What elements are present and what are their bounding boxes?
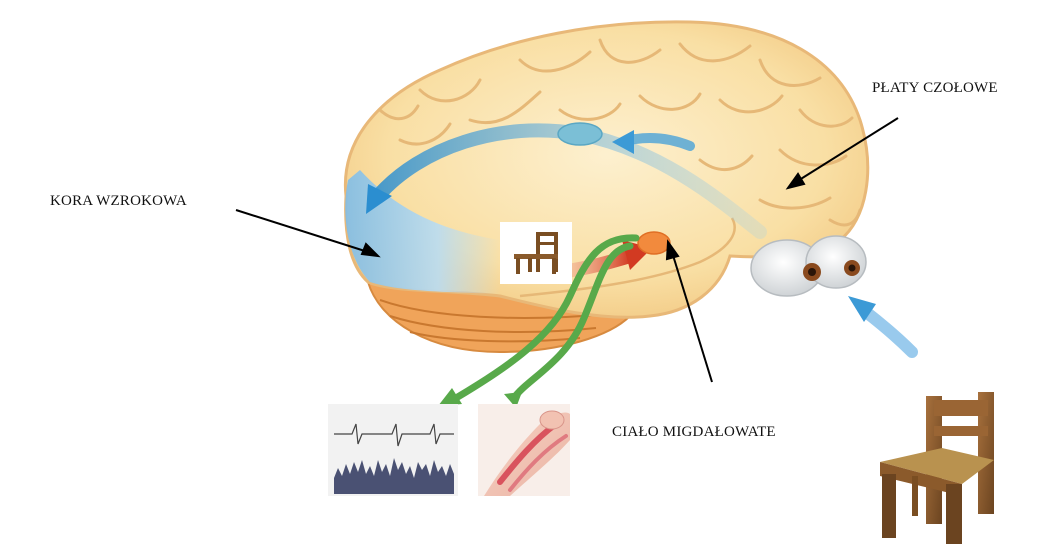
label-visual-cortex: KORA WZROKOWA: [50, 193, 187, 210]
leg-muscle-icon: [478, 404, 570, 496]
amygdala: [638, 232, 670, 254]
chair-icon: [500, 222, 572, 284]
chair-photo: [880, 392, 994, 544]
eyes-icon: [751, 236, 866, 296]
label-frontal-lobes: PŁATY CZOŁOWE: [872, 80, 998, 97]
ecg-trace-icon: [328, 404, 458, 496]
incoming-light-arrow: [848, 296, 912, 352]
label-amygdala: CIAŁO MIGDAŁOWATE: [612, 424, 776, 441]
